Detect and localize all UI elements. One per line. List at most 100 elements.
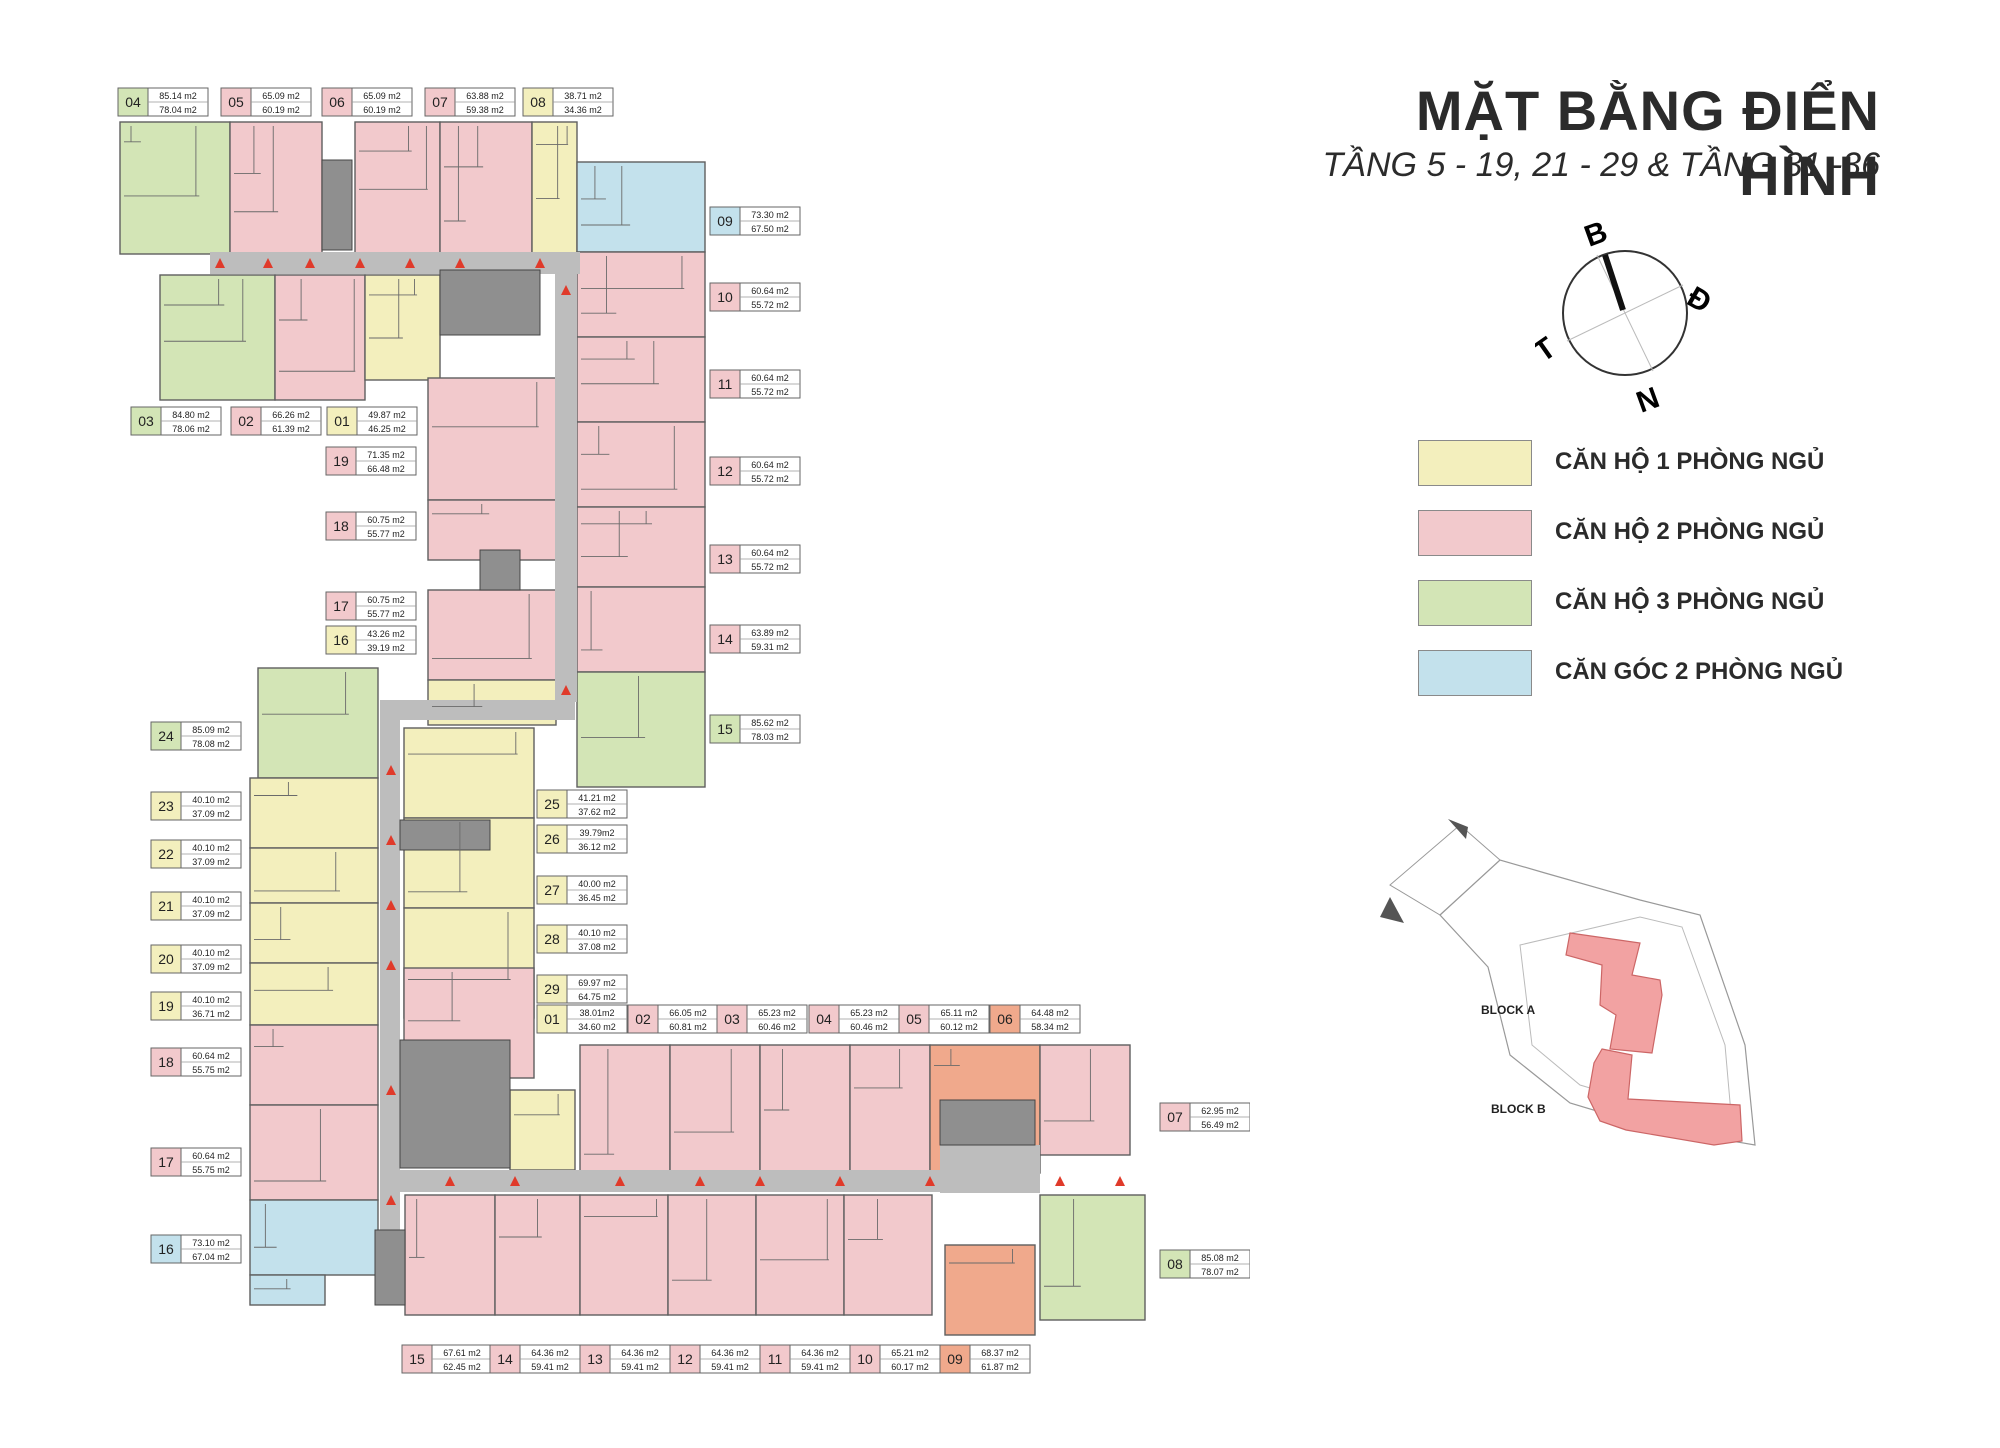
entry-arrow [386,1195,396,1205]
entry-arrow [835,1176,845,1186]
corridor [555,252,577,702]
unit-net-area: 36.71 m2 [192,1009,230,1019]
unit-number: 07 [1167,1109,1183,1125]
block-a-shape [1565,932,1663,1054]
unit-net-area: 78.07 m2 [1201,1267,1239,1277]
unit-net-area: 61.39 m2 [272,424,310,434]
block-b-label: BLOCK B [1491,1102,1546,1116]
unit-number: 21 [158,898,174,914]
unit-gross-area: 60.64 m2 [751,286,789,296]
unit-gross-area: 40.10 m2 [192,843,230,853]
legend-item-corner-two-bed: CĂN GÓC 2 PHÒNG NGỦ [1418,650,1898,698]
unit-number: 07 [432,94,448,110]
unit-number: 22 [158,846,174,862]
corridor [380,700,575,720]
site-plan: BLOCK A BLOCK B [1370,805,1790,1210]
entry-arrow [510,1176,520,1186]
stair-core [321,159,353,251]
unit-gross-area: 39.79m2 [579,828,614,838]
unit-number-box [117,87,149,117]
legend-item-three-bed: CĂN HỘ 3 PHÒNG NGỦ [1418,580,1898,628]
unit-number: 26 [544,831,560,847]
entry-arrow [386,835,396,845]
unit-net-area: 61.87 m2 [981,1362,1019,1372]
site-entry-arrow-top [1448,819,1468,839]
unit-net-area: 55.72 m2 [751,562,789,572]
unit-number: 02 [635,1011,651,1027]
unit-net-area: 60.19 m2 [363,105,401,115]
unit-number: 19 [333,453,349,469]
unit-net-area: 60.17 m2 [891,1362,929,1372]
unit-number-box [579,1344,611,1374]
unit-net-area: 67.04 m2 [192,1252,230,1262]
unit-number-box [716,1004,748,1034]
unit-net-area: 37.09 m2 [192,909,230,919]
unit-net-area: 59.31 m2 [751,642,789,652]
unit-gross-area: 49.87 m2 [368,410,406,420]
unit-gross-area: 85.14 m2 [159,91,197,101]
unit-net-area: 36.45 m2 [578,893,616,903]
unit-block [576,161,706,253]
unit-number-box [230,406,262,436]
unit-number: 03 [138,413,154,429]
unit-net-area: 78.04 m2 [159,105,197,115]
unit-block [509,1089,576,1171]
unit-net-area: 78.06 m2 [172,424,210,434]
entry-arrow [215,258,225,268]
unit-block [249,777,379,849]
unit-number-box [325,511,357,541]
unit-number-box [536,875,568,905]
unit-number: 18 [333,518,349,534]
unit-number: 03 [724,1011,740,1027]
legend: CĂN HỘ 1 PHÒNG NGỦ CĂN HỘ 2 PHÒNG NGỦ CĂ… [1418,440,1898,720]
unit-block [354,121,441,255]
unit-gross-area: 64.36 m2 [711,1348,749,1358]
unit-gross-area: 64.36 m2 [621,1348,659,1358]
stair-core [399,819,491,851]
unit-block [229,121,323,255]
unit-block [755,1194,845,1316]
unit-net-area: 59.41 m2 [531,1362,569,1372]
entry-arrow [1055,1176,1065,1186]
unit-number-box [709,369,741,399]
unit-number-box [321,87,353,117]
unit-block [1039,1194,1146,1321]
compass-axis-2 [1566,284,1684,342]
unit-number: 13 [587,1351,603,1367]
entry-arrow [386,1085,396,1095]
legend-label: CĂN HỘ 1 PHÒNG NGỦ [1555,448,1825,475]
unit-net-area: 60.19 m2 [262,105,300,115]
unit-gross-area: 38.71 m2 [564,91,602,101]
entry-arrow [386,900,396,910]
unit-gross-area: 41.21 m2 [578,793,616,803]
corridor [380,1170,940,1192]
unit-gross-area: 60.64 m2 [751,460,789,470]
unit-number-box [709,714,741,744]
unit-block [576,251,706,338]
unit-gross-area: 73.10 m2 [192,1238,230,1248]
unit-net-area: 36.12 m2 [578,842,616,852]
unit-number: 15 [409,1351,425,1367]
unit-block [439,121,533,255]
unit-gross-area: 63.89 m2 [751,628,789,638]
unit-block [579,1194,669,1316]
compass-circle [1562,250,1688,376]
entry-arrows-layer [215,258,1125,1205]
unit-number-box [130,406,162,436]
unit-block [576,586,706,673]
unit-gross-area: 43.26 m2 [367,629,405,639]
unit-gross-area: 65.21 m2 [891,1348,929,1358]
unit-number: 17 [158,1154,174,1170]
page-subtitle: TẦNG 5 - 19, 21 - 29 & TẦNG 31 -36 [1322,146,1880,184]
page-title: MẶT BẰNG ĐIỂN HÌNH [1415,79,1880,207]
unit-gross-area: 84.80 m2 [172,410,210,420]
unit-number: 04 [816,1011,832,1027]
unit-number-box [898,1004,930,1034]
unit-block [531,121,578,255]
unit-net-area: 37.62 m2 [578,807,616,817]
legend-label: CĂN GÓC 2 PHÒNG NGỦ [1555,658,1844,685]
unit-number: 13 [717,551,733,567]
entry-arrow [755,1176,765,1186]
legend-swatch-two-bed [1418,510,1532,556]
unit-number: 20 [158,951,174,967]
